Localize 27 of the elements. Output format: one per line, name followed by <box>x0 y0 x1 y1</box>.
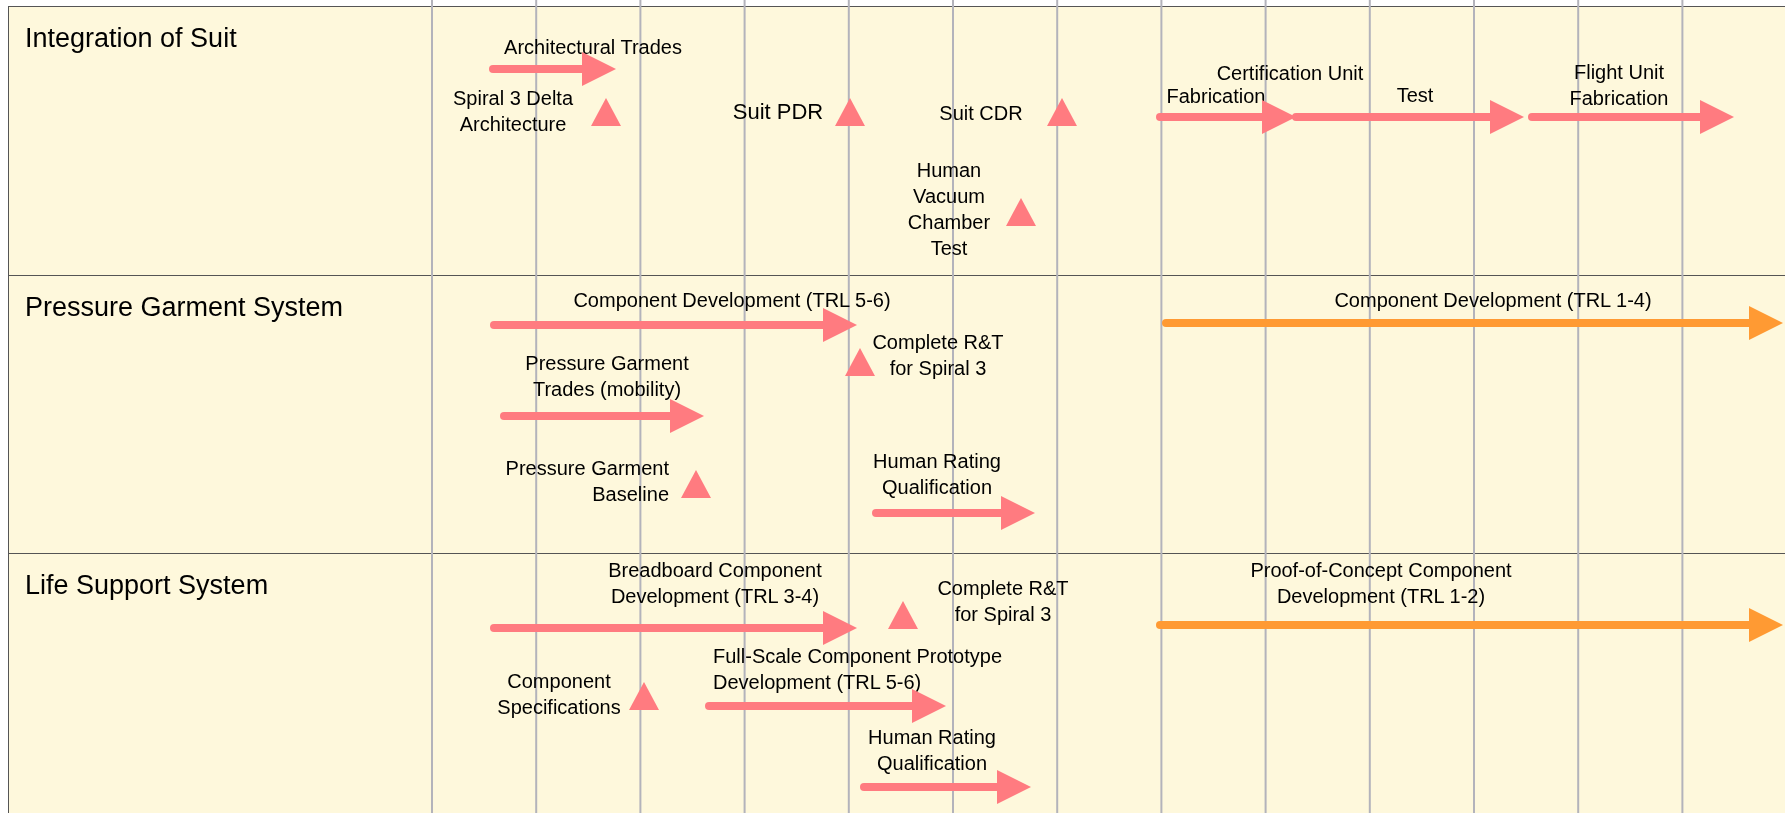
task-label: Flight Unit Fabrication <box>1568 60 1670 111</box>
lane-heading: Pressure Garment System <box>25 292 344 323</box>
task-label: Component Development (TRL 1-4) <box>1333 288 1653 313</box>
milestone-label: Suit CDR <box>938 101 1024 126</box>
swimlane-band <box>8 6 1785 277</box>
task-label: Full-Scale Component Prototype Development (TRL 5-6) <box>713 644 1004 695</box>
task-label: Proof-of-Concept Component Development (TRL 1-2) <box>1249 558 1513 609</box>
task-label: Pressure Garment Trades (mobility) <box>524 351 690 402</box>
milestone-label: Complete R&T for Spiral 3 <box>936 576 1070 627</box>
task-label: Human Rating Qualification <box>867 725 997 776</box>
milestone-label: Human Vacuum Chamber Test <box>906 158 992 261</box>
milestone-label: Pressure Garment Baseline <box>504 456 669 507</box>
milestone-label: Component Specifications <box>496 669 622 720</box>
swimlane-band <box>8 275 1785 555</box>
swimlane-band <box>8 553 1785 813</box>
milestone-label: Spiral 3 Delta Architecture <box>451 86 575 137</box>
task-label: Certification Unit <box>1215 61 1365 86</box>
task-label: Breadboard Component Development (TRL 3-4) <box>607 558 823 609</box>
task-label: Architectural Trades <box>503 35 683 60</box>
milestone-label: Complete R&T for Spiral 3 <box>871 330 1005 381</box>
task-label: Human Rating Qualification <box>872 449 1002 500</box>
task-label: Fabrication <box>1165 84 1267 109</box>
lane-heading: Integration of Suit <box>25 23 237 54</box>
lane-heading: Life Support System <box>25 570 269 601</box>
milestone-label: Suit PDR <box>731 99 825 125</box>
task-label: Component Development (TRL 5-6) <box>572 288 892 313</box>
task-label: Test <box>1395 83 1435 108</box>
